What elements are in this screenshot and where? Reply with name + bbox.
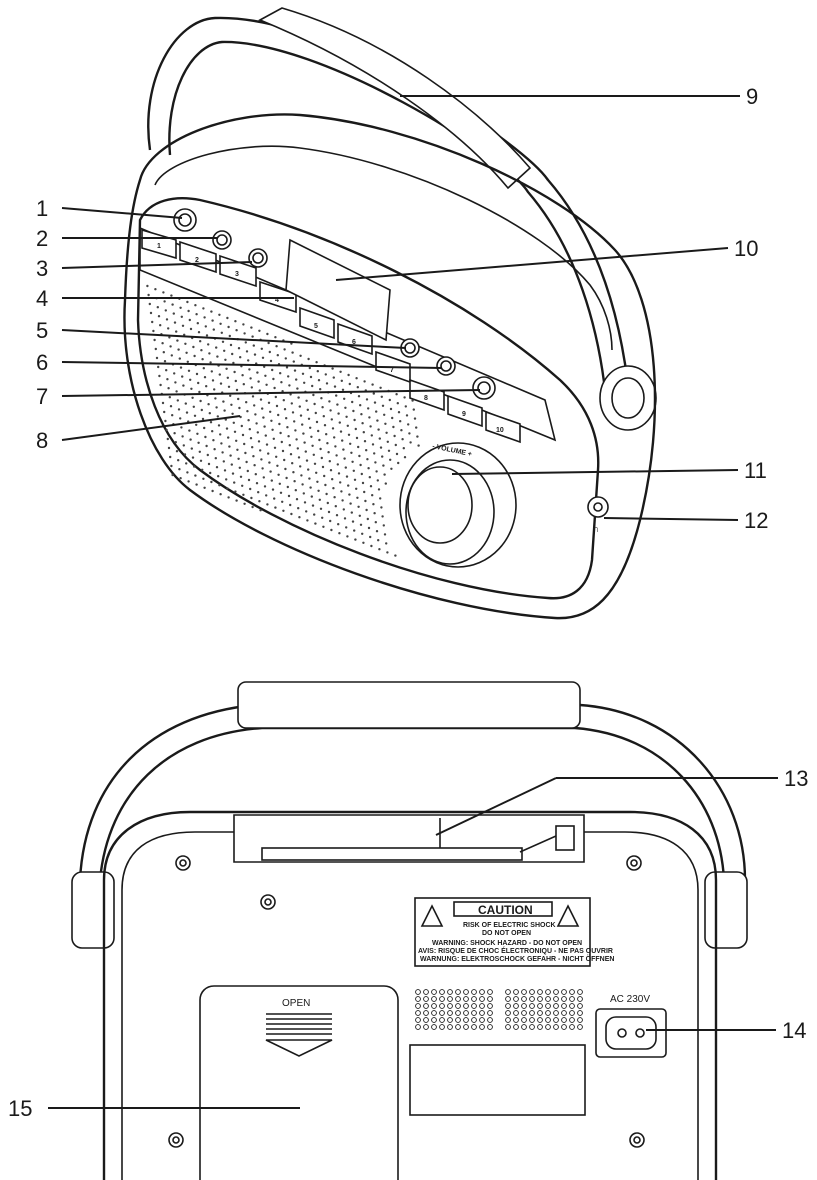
back-screws bbox=[168, 855, 645, 1148]
svg-text:14: 14 bbox=[782, 1018, 806, 1043]
callout-6: 6 bbox=[36, 350, 443, 375]
callout-10: 10 bbox=[335, 236, 758, 281]
back-handle-grip bbox=[237, 681, 581, 729]
battery-cover[interactable]: OPEN bbox=[199, 985, 399, 1180]
callout-4: 4 bbox=[36, 286, 294, 311]
svg-text:9: 9 bbox=[746, 84, 758, 109]
front-view: 1 2 3 4 5 6 7 bbox=[123, 7, 657, 620]
speaker-grille bbox=[146, 284, 420, 557]
preset-key-8[interactable]: 8 bbox=[409, 378, 445, 412]
svg-text:DO NOT OPEN: DO NOT OPEN bbox=[482, 930, 531, 937]
callout-5: 5 bbox=[36, 318, 407, 349]
svg-text:AVIS: RISQUE DE CHOC ÉLECTRONI: AVIS: RISQUE DE CHOC ÉLECTRONIQU - NE PA… bbox=[418, 946, 613, 955]
svg-text:11: 11 bbox=[744, 458, 767, 483]
svg-text:6: 6 bbox=[36, 350, 48, 375]
svg-text:CAUTION: CAUTION bbox=[478, 903, 533, 917]
body-shell bbox=[123, 113, 657, 620]
back-pivot-left bbox=[71, 871, 115, 949]
front-face bbox=[136, 197, 600, 600]
handle-pivot bbox=[599, 365, 657, 431]
svg-text:WARNING: SHOCK HAZARD - DO NOT: WARNING: SHOCK HAZARD - DO NOT OPEN bbox=[432, 940, 582, 947]
svg-text:7: 7 bbox=[390, 367, 394, 374]
callout-2: 2 bbox=[36, 226, 218, 251]
svg-text:8: 8 bbox=[36, 428, 48, 453]
antenna bbox=[261, 847, 523, 861]
svg-text:5: 5 bbox=[36, 318, 48, 343]
open-label: OPEN bbox=[282, 998, 310, 1009]
svg-text:1: 1 bbox=[36, 196, 48, 221]
preset-key-10[interactable]: 10 bbox=[485, 410, 521, 444]
enter-button[interactable] bbox=[248, 248, 268, 268]
tune-up-button[interactable] bbox=[436, 356, 456, 376]
svg-text:4: 4 bbox=[36, 286, 48, 311]
svg-text:3: 3 bbox=[235, 271, 239, 278]
warning-triangle-icon bbox=[556, 904, 580, 927]
svg-text:2: 2 bbox=[36, 226, 48, 251]
volume-knob[interactable] bbox=[399, 442, 517, 568]
preset-key-2[interactable]: 2 bbox=[179, 240, 217, 274]
handle-pivot-inner bbox=[611, 377, 645, 419]
preset-keys: 1 2 3 4 5 6 7 bbox=[141, 228, 521, 444]
svg-text:10: 10 bbox=[496, 427, 504, 434]
volume-label: - VOLUME + bbox=[432, 443, 473, 458]
svg-text:2: 2 bbox=[195, 257, 199, 264]
handle-inner bbox=[168, 40, 607, 391]
callout-13: 13 bbox=[435, 766, 808, 836]
hazard-bolt-icon bbox=[420, 904, 444, 927]
back-body bbox=[102, 810, 718, 1180]
svg-text:8: 8 bbox=[424, 395, 428, 402]
preset-key-9[interactable]: 9 bbox=[447, 394, 483, 428]
callout-11: 11 bbox=[451, 458, 767, 483]
svg-text:5: 5 bbox=[314, 323, 318, 330]
callout-8: 8 bbox=[36, 415, 241, 453]
ac-socket[interactable] bbox=[595, 1008, 667, 1058]
caution-label: CAUTION RISK OF ELECTRIC SHOCK DO NOT OP… bbox=[414, 897, 614, 967]
svg-text:WARNUNG: ELEKTROSCHOCK GEFAHR: WARNUNG: ELEKTROSCHOCK GEFAHR - NICHT ÖF… bbox=[420, 954, 614, 963]
svg-text:4: 4 bbox=[275, 297, 279, 304]
top-buttons bbox=[173, 208, 496, 400]
callout-9: 9 bbox=[400, 84, 758, 109]
svg-text:6: 6 bbox=[352, 339, 356, 346]
back-view: CAUTION RISK OF ELECTRIC SHOCK DO NOT OP… bbox=[71, 681, 748, 1180]
preset-key-5[interactable]: 5 bbox=[299, 306, 335, 340]
display-window bbox=[285, 238, 391, 342]
svg-text:3: 3 bbox=[36, 256, 48, 281]
headphone-icon: ∩ bbox=[592, 524, 599, 535]
handle-grip bbox=[258, 7, 532, 190]
callouts: 1 2 3 4 5 6 7 8 bbox=[8, 84, 808, 1121]
callout-3: 3 bbox=[36, 256, 253, 281]
callout-15: 15 bbox=[8, 1096, 300, 1121]
headphone-jack[interactable] bbox=[587, 496, 609, 518]
back-pivot-right bbox=[704, 871, 748, 949]
callout-14: 14 bbox=[646, 1018, 806, 1043]
top-panel bbox=[154, 145, 613, 351]
svg-text:12: 12 bbox=[744, 508, 768, 533]
svg-text:10: 10 bbox=[734, 236, 758, 261]
callout-7: 7 bbox=[36, 384, 481, 409]
svg-text:7: 7 bbox=[36, 384, 48, 409]
svg-text:9: 9 bbox=[462, 411, 466, 418]
svg-text:15: 15 bbox=[8, 1096, 32, 1121]
mode-button[interactable] bbox=[212, 230, 232, 250]
svg-text:1: 1 bbox=[157, 243, 161, 250]
svg-text:RISK OF ELECTRIC SHOCK: RISK OF ELECTRIC SHOCK bbox=[463, 922, 556, 929]
open-arrow-icon bbox=[265, 1013, 333, 1057]
scan-button[interactable] bbox=[173, 208, 197, 232]
back-speaker-holes bbox=[415, 989, 583, 1030]
callout-1: 1 bbox=[36, 196, 183, 221]
preset-key-1[interactable]: 1 bbox=[141, 228, 177, 260]
rating-plate bbox=[409, 1044, 586, 1116]
callout-12: 12 bbox=[603, 508, 768, 533]
ac-label: AC 230V bbox=[610, 994, 650, 1005]
power-button[interactable] bbox=[472, 376, 496, 400]
svg-text:13: 13 bbox=[784, 766, 808, 791]
